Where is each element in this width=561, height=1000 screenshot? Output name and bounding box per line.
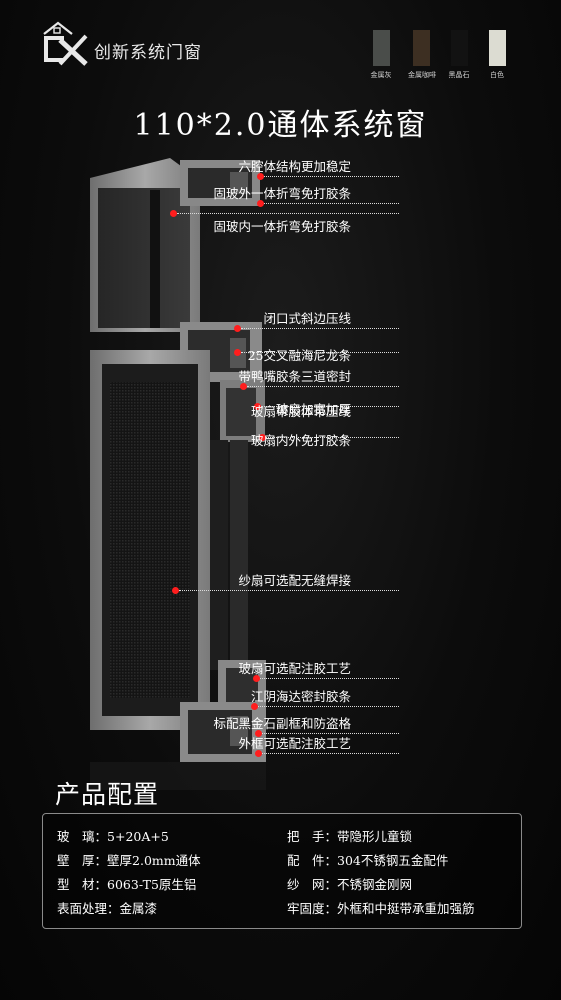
- callout-4: 闭口式斜边压线: [175, 311, 435, 336]
- leader-line: [266, 437, 399, 438]
- swatch-label: 黑晶石: [448, 71, 470, 79]
- callout-text: 六腔体结构更加稳定: [238, 159, 351, 174]
- callout-6: 带鸭嘴胶条三道密封: [175, 369, 435, 394]
- spec-row-glass: 玻 璃：5+20A+5: [57, 826, 169, 845]
- swatch-label: 白色: [490, 71, 504, 79]
- spec-value: 5+20A+5: [107, 829, 169, 844]
- leader-line: [260, 678, 399, 679]
- callout-text: 固玻内一体折弯免打胶条: [213, 219, 351, 234]
- spec-value: 带隐形儿童锁: [337, 829, 413, 844]
- marker-dot: [257, 173, 264, 180]
- callout-10: 纱扇可选配无缝焊接: [172, 573, 435, 598]
- callout-text: 外框可选配注胶工艺: [238, 736, 351, 751]
- swatch-chip: [450, 30, 468, 66]
- marker-dot: [234, 325, 241, 332]
- callout-text: 标配黑金石副框和防盗格: [213, 716, 351, 731]
- leader-line: [247, 386, 399, 387]
- swatch-metal-gray: 金属灰: [368, 30, 394, 80]
- window-section-illustration: [90, 158, 266, 790]
- spec-label: 配 件：: [287, 853, 338, 868]
- swatch-chip: [372, 30, 390, 66]
- leader-line: [262, 733, 399, 734]
- callout-text: 固玻外一体折弯免打胶条: [213, 186, 351, 201]
- swatch-label: 金属灰: [370, 71, 392, 79]
- leader-line: [179, 590, 399, 591]
- leader-line: [241, 328, 399, 329]
- callout-text: 玻扇带胶体带压线: [250, 404, 351, 419]
- marker-dot: [259, 434, 266, 441]
- callout-text: 带鸭嘴胶条三道密封: [238, 369, 351, 384]
- spec-label: 壁 厚：: [57, 853, 108, 868]
- callout-3: 固玻内一体折弯免打胶条: [170, 207, 435, 234]
- callout-11: 玻扇可选配注胶工艺: [175, 661, 435, 686]
- callout-text: 玻扇加宽加厚: [275, 402, 351, 417]
- swatch-chip: [412, 30, 430, 66]
- spec-row-hardware: 配 件：304不锈钢五金配件: [287, 850, 448, 869]
- callout-text: 闭口式斜边压线: [263, 311, 351, 326]
- swatch-black-crystal: 黑晶石: [446, 30, 472, 80]
- spec-row-wall-thickness: 壁 厚：壁厚2.0mm通体: [57, 850, 201, 869]
- leader-line: [241, 352, 399, 353]
- marker-dot: [255, 730, 262, 737]
- leader-line: [264, 203, 399, 204]
- marker-dot: [234, 349, 241, 356]
- spec-value: 304不锈钢五金配件: [337, 853, 449, 868]
- callout-text: 玻扇可选配注胶工艺: [238, 661, 351, 676]
- callout-14: 外框可选配注胶工艺: [175, 736, 435, 761]
- marker-dot: [240, 383, 247, 390]
- spec-label: 把 手：: [287, 829, 338, 844]
- leader-line: [262, 753, 399, 754]
- callout-9: 玻扇内外免打胶条: [175, 431, 435, 448]
- callout-text: 纱扇可选配无缝焊接: [238, 573, 351, 588]
- callout-text: 玻扇内外免打胶条: [250, 433, 351, 448]
- marker-dot: [253, 675, 260, 682]
- marker-dot: [255, 750, 262, 757]
- swatch-chip: [488, 30, 506, 66]
- spec-label: 玻 璃：: [57, 829, 108, 844]
- callout-12: 江阴海达密封胶条: [175, 689, 435, 714]
- leader-line: [177, 213, 399, 214]
- callout-1: 六腔体结构更加稳定: [175, 159, 435, 184]
- spec-row-screen: 纱 网：不锈钢金刚网: [287, 874, 412, 893]
- spec-value: 6063-T5原生铝: [107, 877, 197, 892]
- leader-line: [264, 176, 399, 177]
- marker-dot: [172, 587, 179, 594]
- callout-7: 玻扇加宽加厚: [175, 400, 435, 417]
- spec-row-strength: 牢固度：外框和中挺带承重加强筋: [287, 898, 475, 917]
- swatch-white: 白色: [484, 30, 510, 80]
- callout-text: 25交叉融海尼龙条: [247, 348, 351, 363]
- color-swatches: 金属灰 金属咖啡 黑晶石 白色: [368, 30, 518, 86]
- leader-line: [261, 406, 399, 407]
- marker-dot: [251, 703, 258, 710]
- spec-row-material: 型 材：6063-T5原生铝: [57, 874, 196, 893]
- callout-2: 固玻外一体折弯免打胶条: [175, 186, 435, 211]
- swatch-label: 金属咖啡: [408, 71, 436, 79]
- spec-row-surface: 表面处理：金属漆: [57, 898, 157, 917]
- spec-value: 外框和中挺带承重加强筋: [337, 901, 475, 916]
- spec-value: 金属漆: [119, 901, 158, 916]
- spec-label: 型 材：: [57, 877, 108, 892]
- spec-label: 纱 网：: [287, 877, 338, 892]
- specs-title: 产品配置: [55, 780, 160, 809]
- spec-label: 表面处理：: [57, 901, 120, 916]
- brand-logo: 创新系统门窗: [38, 20, 218, 70]
- page-title: 110*2.0通体系统窗: [133, 108, 428, 143]
- callout-13: 标配黑金石副框和防盗格: [175, 716, 435, 741]
- marker-dot: [170, 210, 177, 217]
- leader-line: [258, 706, 399, 707]
- spec-row-handle: 把 手：带隐形儿童锁: [287, 826, 412, 845]
- marker-dot: [257, 200, 264, 207]
- swatch-metal-coffee: 金属咖啡: [408, 30, 436, 80]
- callout-5: 25交叉融海尼龙条: [175, 346, 435, 363]
- spec-value: 壁厚2.0mm通体: [107, 853, 201, 868]
- specs-panel: 玻 璃：5+20A+5 把 手：带隐形儿童锁 壁 厚：壁厚2.0mm通体 配 件…: [42, 813, 522, 929]
- spec-value: 不锈钢金刚网: [337, 877, 413, 892]
- house-cx-logo-icon: [43, 21, 88, 66]
- marker-dot: [254, 403, 261, 410]
- brand-name: 创新系统门窗: [94, 43, 202, 63]
- spec-label: 牢固度：: [287, 901, 338, 916]
- callout-text: 江阴海达密封胶条: [250, 689, 351, 704]
